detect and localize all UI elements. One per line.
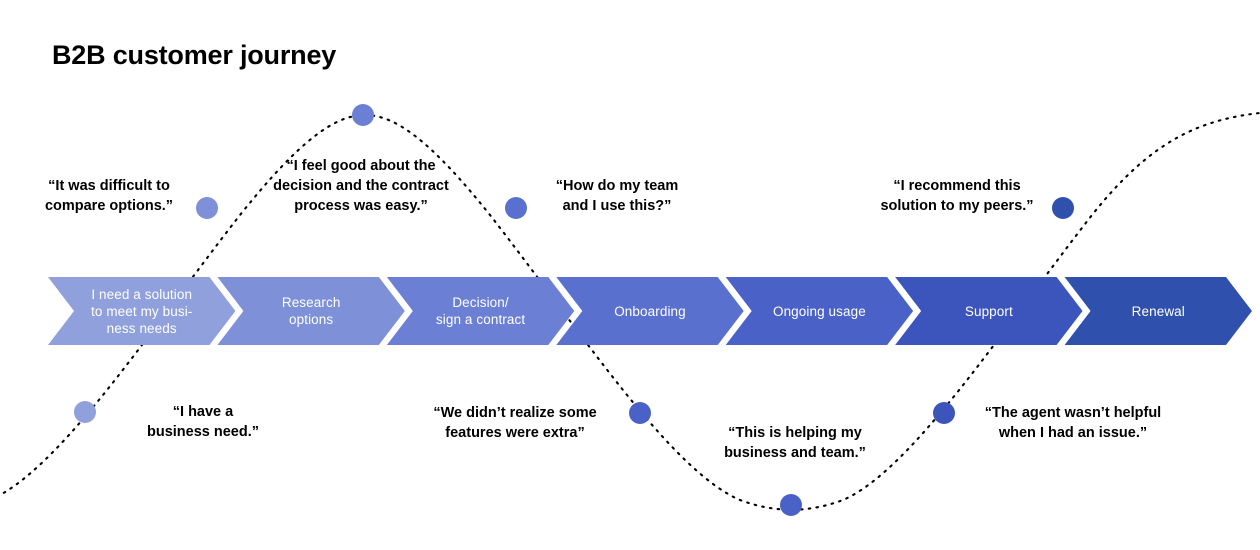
stage-chevron-label: Renewal	[1131, 303, 1185, 319]
stage-chevron-label: Research options	[281, 295, 341, 327]
stage-chevron[interactable]: Support	[895, 277, 1082, 345]
touchpoint-dot[interactable]	[780, 494, 802, 516]
stage-chevron-label: Onboarding	[614, 303, 686, 319]
quote-callout: “I recommend this solution to my peers.”	[880, 178, 1034, 214]
stage-chevron[interactable]: I need a solution to meet my busi- ness …	[48, 277, 235, 345]
touchpoint-dot[interactable]	[352, 104, 374, 126]
stage-chevron-label: Ongoing usage	[772, 303, 866, 319]
stage-chevron-label: I need a solution to meet my busi- ness …	[91, 286, 193, 336]
touchpoint-dot[interactable]	[74, 401, 96, 423]
stage-chevron[interactable]: Decision/ sign a contract	[387, 277, 574, 345]
stage-chevron[interactable]: Renewal	[1065, 277, 1252, 345]
stage-chevron-label: Decision/ sign a contract	[435, 295, 526, 327]
quote-callout: “I have a business need.”	[146, 404, 259, 440]
stage-chevron[interactable]: Onboarding	[556, 277, 743, 345]
touchpoint-dot[interactable]	[933, 402, 955, 424]
stage-chevron-label: Support	[964, 303, 1013, 319]
stage-chevron-band: I need a solution to meet my busi- ness …	[48, 277, 1226, 345]
touchpoint-dot[interactable]	[196, 197, 218, 219]
quote-callout: “The agent wasn’t helpful when I had an …	[984, 405, 1162, 441]
touchpoint-dot[interactable]	[629, 402, 651, 424]
quote-callout: “It was difficult to compare options.”	[44, 178, 174, 214]
touchpoint-dot[interactable]	[1052, 197, 1074, 219]
quote-callout: “How do my team and I use this?”	[555, 178, 679, 214]
page-title: B2B customer journey	[52, 40, 337, 70]
stage-chevron[interactable]: Research options	[217, 277, 404, 345]
stage-chevron[interactable]: Ongoing usage	[726, 277, 913, 345]
quote-callout: “I feel good about the decision and the …	[273, 158, 449, 214]
touchpoint-dot[interactable]	[505, 197, 527, 219]
quote-callout: “This is helping my business and team.”	[724, 425, 866, 461]
quote-callout: “We didn’t realize some features were ex…	[433, 405, 597, 441]
